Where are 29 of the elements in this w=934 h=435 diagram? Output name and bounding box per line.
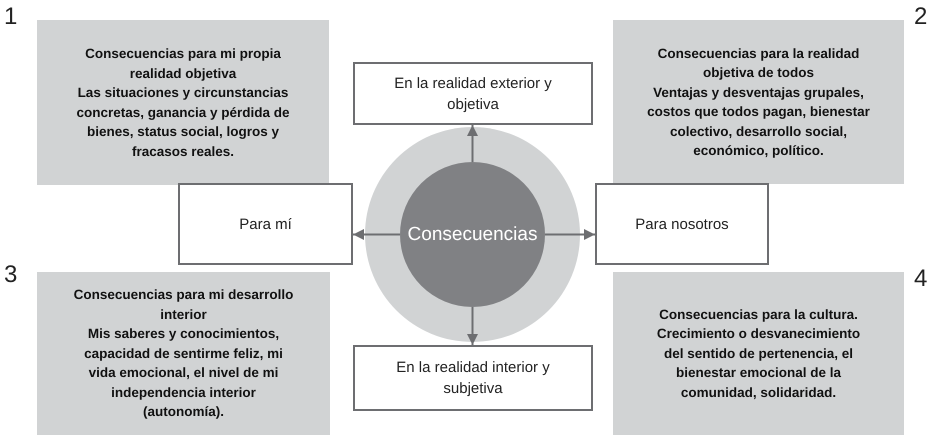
panel-body: Crecimiento o desvanecimiento del sentido de pertenencia, el bienestar emocional de la comunidad, solidaridad.	[656, 325, 862, 402]
info-panel	[613, 20, 904, 184]
panel-number: 4	[914, 266, 928, 292]
panel-body: Mis saberes y conocimientos, capacidad de sentirme feliz, mi vida emocional, el nivel de mi independencia interior (autonomía).	[83, 325, 284, 422]
panel-body: Las situaciones y circunstancias concretas, ganancia y pérdida de bienes, status social, logros y fracasos reales.	[75, 84, 291, 160]
panel-heading: Consecuencias para mi propia realidad objetiva	[84, 45, 282, 83]
panel-number: 1	[4, 4, 18, 30]
arrow	[545, 229, 595, 240]
node-text: En la realidad interior y subjetiva	[395, 358, 551, 399]
node-text: Consecuencias	[408, 224, 538, 246]
node-text: Para nosotros	[635, 214, 729, 234]
panel-number: 2	[914, 4, 928, 30]
info-panel	[37, 272, 330, 435]
label-box	[178, 183, 353, 265]
info-panel	[613, 272, 904, 435]
arrow	[467, 125, 478, 162]
panel-heading: Consecuencias para la realidad objetiva de todos	[656, 44, 860, 82]
label-box	[353, 345, 593, 411]
panel-number: 3	[4, 262, 18, 288]
panel-heading: Consecuencias para la cultura.	[659, 306, 858, 324]
node-text: En la realidad exterior y objetiva	[393, 74, 553, 114]
arrow	[467, 307, 478, 345]
panel-heading: Consecuencias para mi desarrollo interior	[72, 286, 294, 324]
label-box	[595, 183, 769, 265]
node-text: Para mí	[239, 214, 292, 234]
panel-body: Ventajas y desventajas grupales, costos que todos pagan, bienestar colectivo, desarrollo social, económico, político.	[647, 84, 870, 160]
label-box	[353, 62, 593, 125]
arrow	[353, 229, 400, 240]
info-panel	[37, 20, 329, 185]
